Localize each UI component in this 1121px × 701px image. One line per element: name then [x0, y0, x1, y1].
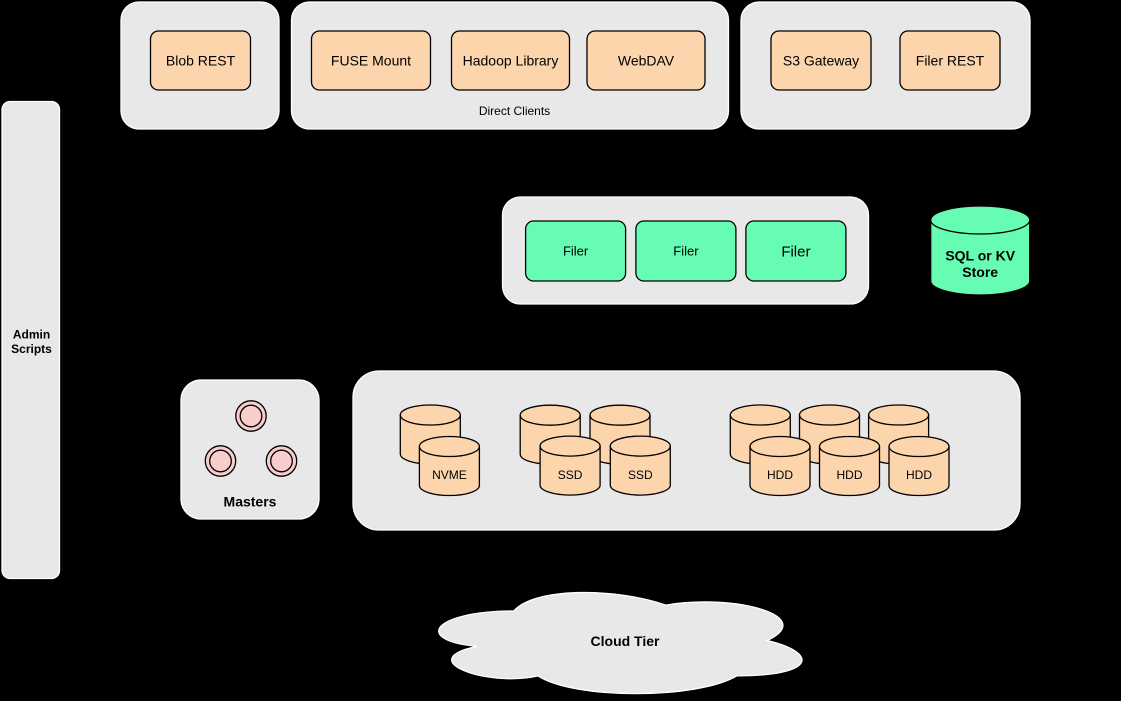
svg-text:S3 Gateway: S3 Gateway — [783, 52, 859, 68]
svg-text:NVME: NVME — [432, 468, 467, 482]
svg-text:Admin: Admin — [13, 328, 50, 342]
svg-text:HDD: HDD — [906, 468, 932, 482]
svg-text:Hadoop Library: Hadoop Library — [463, 52, 559, 68]
svg-text:Masters: Masters — [224, 493, 277, 509]
svg-text:Filer REST: Filer REST — [916, 52, 985, 68]
svg-text:WebDAV: WebDAV — [618, 52, 675, 68]
svg-text:Direct Clients: Direct Clients — [479, 104, 550, 118]
svg-text:SSD: SSD — [558, 468, 583, 482]
svg-text:Filer: Filer — [673, 244, 699, 259]
svg-text:FUSE Mount: FUSE Mount — [331, 52, 411, 68]
svg-text:Scripts: Scripts — [11, 342, 52, 356]
svg-text:SSD: SSD — [628, 468, 653, 482]
svg-text:SQL or KV: SQL or KV — [945, 247, 1015, 263]
svg-text:Filer: Filer — [563, 244, 589, 259]
svg-text:Store: Store — [962, 264, 998, 280]
svg-text:Filer: Filer — [781, 243, 810, 260]
svg-text:HDD: HDD — [767, 468, 793, 482]
svg-text:Cloud Tier: Cloud Tier — [591, 633, 661, 649]
svg-text:Blob REST: Blob REST — [166, 52, 236, 68]
svg-text:HDD: HDD — [837, 468, 863, 482]
